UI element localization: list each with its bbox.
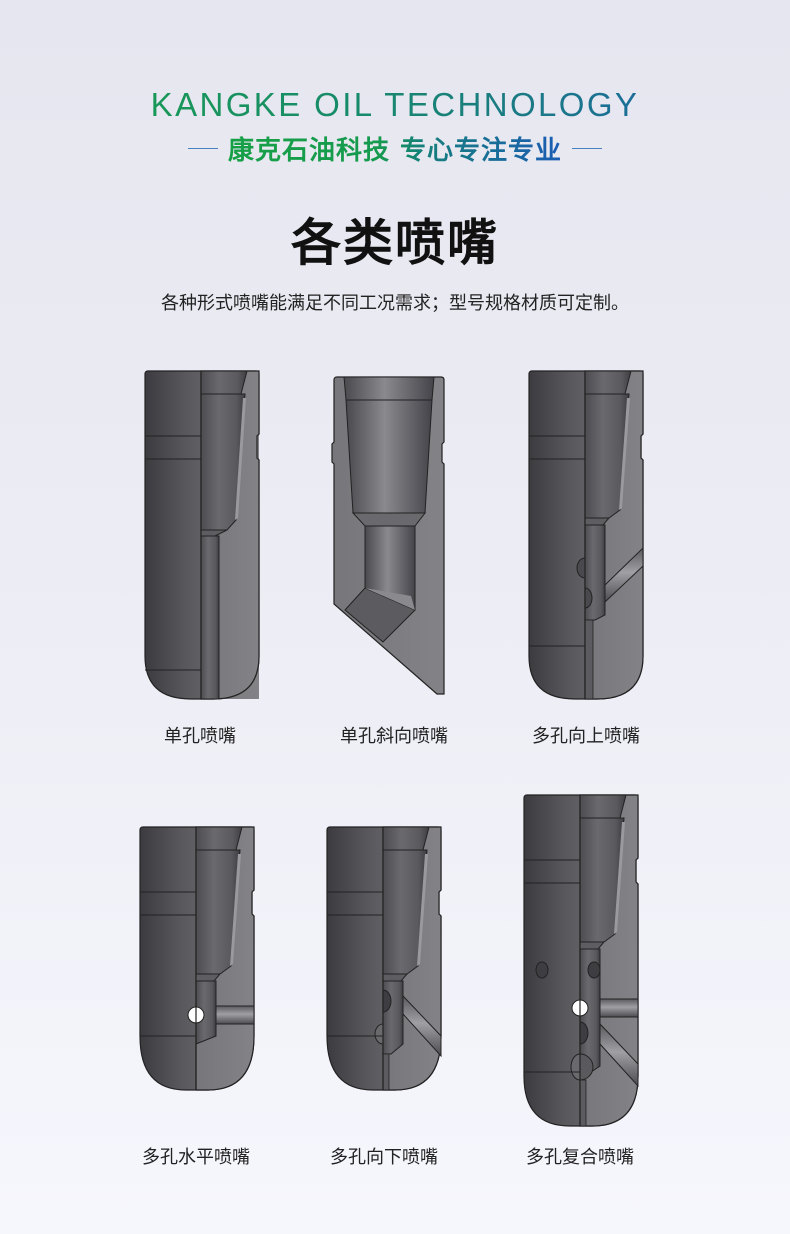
nozzle-multi-hole-downward-icon xyxy=(326,826,442,1091)
brand-english-title: KANGKE OIL TECHNOLOGY xyxy=(0,86,790,124)
nozzle-multi-hole-horizontal-icon xyxy=(139,826,255,1091)
nozzle-single-hole-angled-icon xyxy=(331,376,445,695)
brand-slogan: 康克石油科技 专心专注专业 xyxy=(228,130,562,167)
nozzle-multi-hole-composite xyxy=(522,794,640,1128)
divider-right xyxy=(572,147,603,149)
nozzle-single-hole-angled xyxy=(331,376,447,696)
nozzle-caption: 单孔喷嘴 xyxy=(164,726,236,747)
page-title: 各类喷嘴 xyxy=(291,214,499,272)
nozzle-multi-hole-upward xyxy=(527,370,645,702)
nozzle-caption: 多孔复合喷嘴 xyxy=(526,1147,634,1168)
nozzle-multi-hole-horizontal xyxy=(138,826,256,1092)
nozzle-single-hole xyxy=(143,370,261,702)
slogan-row: 康克石油科技 专心专注专业 xyxy=(0,128,790,168)
nozzle-caption: 多孔向下喷嘴 xyxy=(330,1147,438,1168)
nozzle-single-hole-icon xyxy=(144,370,260,700)
nozzle-caption: 多孔向上喷嘴 xyxy=(532,726,640,747)
page-subtitle: 各种形式喷嘴能满足不同工况需求；型号规格材质可定制。 xyxy=(161,293,629,314)
nozzle-multi-hole-downward xyxy=(325,826,443,1092)
nozzle-multi-hole-composite-icon xyxy=(523,794,639,1127)
nozzle-multi-hole-upward-icon xyxy=(528,370,644,700)
divider-left xyxy=(187,147,218,149)
nozzle-caption: 多孔水平喷嘴 xyxy=(142,1147,250,1168)
nozzle-caption: 单孔斜向喷嘴 xyxy=(340,726,448,747)
